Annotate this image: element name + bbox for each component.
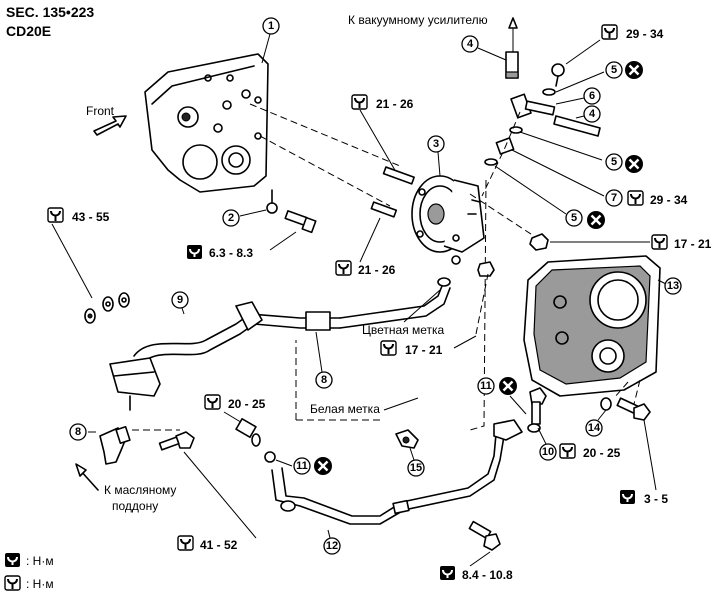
to-oil-pan-label-line1: К масляному xyxy=(104,483,176,497)
callout-2: 2 xyxy=(228,212,234,224)
part-7-union-bolt xyxy=(495,137,515,155)
callout-9: 9 xyxy=(177,294,183,306)
union-bolt-lower-left xyxy=(235,418,261,447)
part-4-hose-fitting-top xyxy=(505,51,519,79)
part-12-lower-oil-pipe xyxy=(271,419,523,525)
torque-17-21-right: 17 - 21 xyxy=(674,237,712,251)
part-8-elbow-fitting xyxy=(99,425,131,465)
part-2-washer-bolt xyxy=(266,189,278,214)
callout-10: 10 xyxy=(542,446,554,458)
union-bolt-top xyxy=(551,63,565,87)
part-3-vacuum-pump xyxy=(411,175,485,253)
legend-wrench-unit: : Н·м xyxy=(26,577,54,591)
callout-1: 1 xyxy=(268,20,274,32)
torque-20-25-left: 20 - 25 xyxy=(228,397,266,411)
engine-code: CD20E xyxy=(6,23,51,39)
bolt-6-3-8-3 xyxy=(284,210,317,234)
color-mark-label: Цветная метка xyxy=(362,323,445,337)
callout-5a: 5 xyxy=(611,64,617,76)
part-13-front-cover xyxy=(523,255,661,397)
torque-8-4-10-8: 8.4 - 10.8 xyxy=(462,568,513,582)
part-6-union-block xyxy=(510,93,556,119)
callout-7: 7 xyxy=(611,192,617,204)
callout-5b: 5 xyxy=(611,156,617,168)
nut-17-21-right xyxy=(529,233,549,251)
front-label: Front xyxy=(86,104,115,118)
bolt-8-4-10-8 xyxy=(468,520,501,551)
torque-21-26-mid: 21 - 26 xyxy=(358,263,396,277)
section-number: SEC. 135•223 xyxy=(6,4,94,20)
callout-13: 13 xyxy=(667,280,679,292)
oil-hose-to-pump xyxy=(305,255,461,331)
part-15-clamp xyxy=(395,429,419,449)
torque-17-21-mid: 17 - 21 xyxy=(405,343,443,357)
callout-15: 15 xyxy=(410,462,422,474)
torque-41-52: 41 - 52 xyxy=(200,538,238,552)
part-10-union-bolt xyxy=(527,387,547,433)
nut-on-pump-outlet xyxy=(477,261,495,277)
part-9-oil-pipe xyxy=(109,301,341,411)
part-14-washer xyxy=(600,397,612,411)
callout-4a: 4 xyxy=(467,38,474,50)
copper-washers xyxy=(84,292,130,324)
callout-8a: 8 xyxy=(75,426,81,438)
bolt-3-5 xyxy=(616,397,651,421)
torque-21-26-top: 21 - 26 xyxy=(376,97,414,111)
callout-5c: 5 xyxy=(571,212,577,224)
legend-socket-unit: : Н·м xyxy=(26,554,54,568)
to-vacuum-booster-label: К вакуумному усилителю xyxy=(348,13,488,27)
callout-12: 12 xyxy=(326,540,338,552)
callout-4b: 4 xyxy=(589,108,596,120)
callout-6: 6 xyxy=(589,90,595,102)
pump-studs xyxy=(370,166,415,218)
callout-8b: 8 xyxy=(321,374,327,386)
torque-29-34-top: 29 - 34 xyxy=(626,27,664,41)
callout-11b: 11 xyxy=(296,460,308,472)
torque-20-25-right: 20 - 25 xyxy=(583,446,621,460)
torque-43-55: 43 - 55 xyxy=(72,210,110,224)
bolt-41-52 xyxy=(158,431,195,451)
callout-14: 14 xyxy=(588,422,601,434)
part-1-rear-plate xyxy=(144,53,269,193)
torque-3-5: 3 - 5 xyxy=(644,492,668,506)
front-direction-arrow: Front xyxy=(86,104,127,136)
to-oil-pan-label-line2: поддону xyxy=(112,499,158,513)
callout-11a: 11 xyxy=(480,380,492,392)
white-mark-label: Белая метка xyxy=(310,402,380,416)
torque-29-34-mid: 29 - 34 xyxy=(650,193,688,207)
callout-3: 3 xyxy=(433,138,439,150)
torque-6-3-8-3: 6.3 - 8.3 xyxy=(209,246,253,260)
part-4-hose xyxy=(553,115,601,137)
